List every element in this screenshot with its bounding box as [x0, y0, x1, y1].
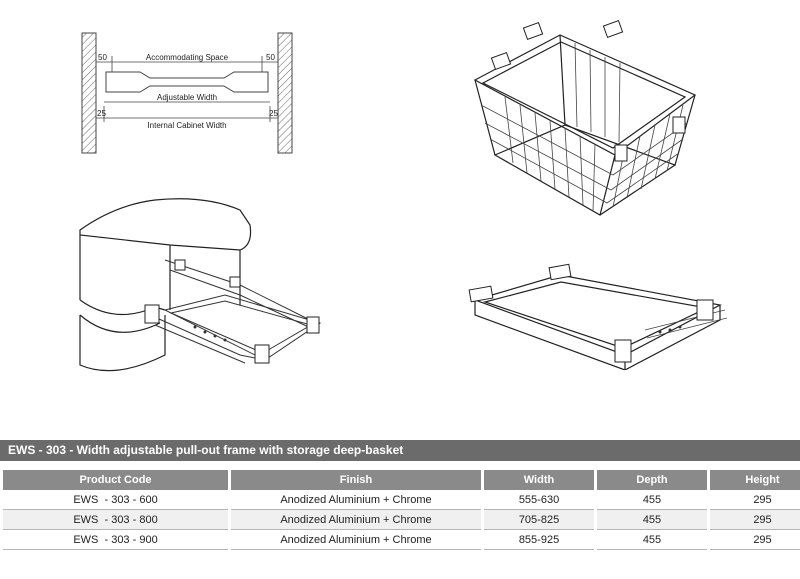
specifications-table: Product Code Finish Width Depth Height E…: [0, 470, 800, 550]
header-product-code: Product Code: [3, 470, 228, 490]
product-title-bar: EWS - 303 - Width adjustable pull-out fr…: [0, 440, 800, 461]
right-cabinet-wall: [277, 32, 293, 154]
table-row: EWS - 303 - 600 Anodized Aluminium + Chr…: [3, 490, 800, 510]
left-cabinet-wall: [81, 32, 97, 154]
cell-height: 295: [710, 510, 800, 530]
table-row: EWS - 303 - 800 Anodized Aluminium + Chr…: [3, 510, 800, 530]
cell-width: 855-925: [484, 530, 594, 550]
cell-width: 555-630: [484, 490, 594, 510]
internal-cabinet-width-label: Internal Cabinet Width: [147, 121, 226, 130]
accommodating-space-label: Accommodating Space: [146, 53, 229, 62]
dim-right-top: 50: [266, 53, 275, 62]
header-height: Height: [710, 470, 800, 490]
dim-left-bottom: 25: [97, 109, 106, 118]
table-row: EWS - 303 - 900 Anodized Aluminium + Chr…: [3, 530, 800, 550]
cell-product-code: EWS - 303 - 900: [3, 530, 228, 550]
cell-finish: Anodized Aluminium + Chrome: [231, 530, 481, 550]
product-title: EWS - 303 - Width adjustable pull-out fr…: [8, 443, 404, 457]
cell-depth: 455: [597, 510, 707, 530]
pull-out-frame-drawing: [468, 263, 728, 370]
cell-height: 295: [710, 530, 800, 550]
cell-product-code: EWS - 303 - 800: [3, 510, 228, 530]
dim-right-bottom: 25: [269, 109, 278, 118]
cell-product-code: EWS - 303 - 600: [3, 490, 228, 510]
cell-height: 295: [710, 490, 800, 510]
dim-left-top: 50: [98, 53, 107, 62]
cabinet-installation-drawing: [79, 198, 322, 372]
wire-basket-drawing: [473, 19, 697, 216]
cell-depth: 455: [597, 490, 707, 510]
header-width: Width: [484, 470, 594, 490]
cell-finish: Anodized Aluminium + Chrome: [231, 490, 481, 510]
header-finish: Finish: [231, 470, 481, 490]
dimension-diagram: 50 50 Accommodating Space Adjustable Wid…: [81, 32, 293, 154]
adjustable-width-label: Adjustable Width: [157, 93, 217, 102]
cell-finish: Anodized Aluminium + Chrome: [231, 510, 481, 530]
cell-width: 705-825: [484, 510, 594, 530]
frame-outline: [105, 71, 269, 93]
cell-depth: 455: [597, 530, 707, 550]
table-header-row: Product Code Finish Width Depth Height: [3, 470, 800, 490]
header-depth: Depth: [597, 470, 707, 490]
